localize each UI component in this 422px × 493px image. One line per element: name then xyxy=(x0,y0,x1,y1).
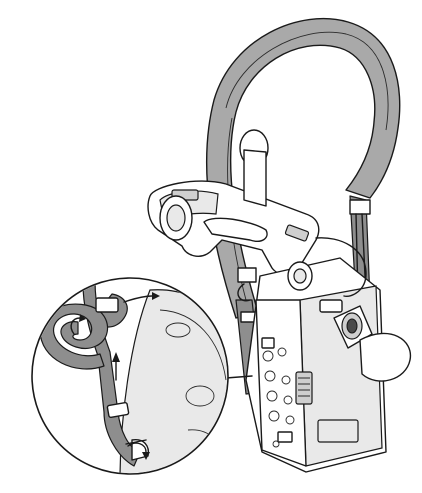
detail-buckle xyxy=(96,298,118,312)
strap-buckle-right xyxy=(350,200,370,214)
strap-buckle-upper xyxy=(238,268,256,282)
detail-keeper xyxy=(107,402,129,417)
detail-magnifier xyxy=(32,268,252,480)
